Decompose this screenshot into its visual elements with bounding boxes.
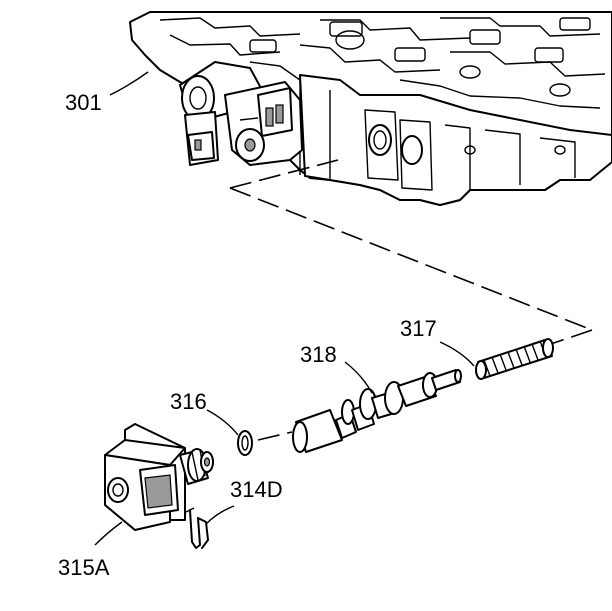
mounted-solenoid [179, 61, 303, 166]
leader-lines [94, 71, 475, 546]
solenoid-315a [104, 423, 214, 531]
o-ring-316 [237, 430, 253, 456]
callout-labels: 301 316 317 318 314D 315A [58, 90, 437, 580]
callout-317: 317 [400, 316, 437, 341]
callout-318: 318 [300, 342, 337, 367]
callout-316: 316 [170, 389, 207, 414]
callout-301: 301 [65, 90, 102, 115]
callout-314d: 314D [230, 477, 283, 502]
retainer-clip-314d [185, 507, 209, 549]
valve-body-301 [129, 11, 612, 206]
callout-315a: 315A [58, 555, 110, 580]
spring-317 [475, 338, 554, 380]
valve-318 [292, 369, 462, 453]
